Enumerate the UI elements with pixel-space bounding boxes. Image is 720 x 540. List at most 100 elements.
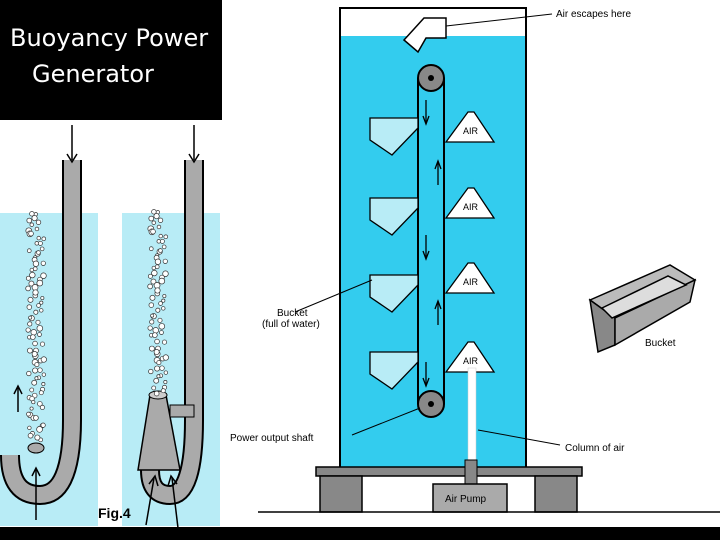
- air-bubble: [158, 323, 166, 330]
- bubble-stream-left: [25, 211, 47, 443]
- air-bubble: [153, 213, 160, 220]
- air-escape-funnel: [402, 17, 447, 54]
- air-bubble: [31, 400, 36, 405]
- top-pulley: [417, 64, 445, 92]
- air-bubble: [160, 388, 166, 394]
- label-bucket-right: Bucket: [645, 338, 676, 349]
- air-bubble: [39, 300, 44, 305]
- air-bubble: [37, 401, 43, 407]
- air-bubble: [147, 325, 153, 331]
- air-bubble: [40, 260, 46, 266]
- air-bucket: [444, 111, 496, 143]
- air-bubble: [40, 422, 46, 428]
- air-bucket-label: AIR: [463, 356, 479, 366]
- air-bucket-label: AIR: [463, 126, 479, 136]
- base-foot-right: [534, 475, 578, 513]
- water-panel-right: [122, 212, 220, 526]
- air-bubble: [161, 306, 166, 311]
- air-bubble: [31, 284, 39, 291]
- air-bubble: [28, 280, 35, 287]
- air-bubble: [158, 277, 166, 285]
- air-bubble: [31, 215, 38, 222]
- bucket-3d: [588, 264, 697, 354]
- air-bubble: [37, 332, 42, 337]
- air-bubble: [37, 240, 43, 246]
- title-box: Buoyancy Power Generator: [0, 0, 222, 120]
- air-bubble: [26, 248, 32, 253]
- air-bubble: [32, 367, 39, 374]
- inlet-cone: [137, 390, 195, 471]
- air-bubble: [29, 211, 35, 217]
- air-bubble: [151, 209, 157, 215]
- air-bubble: [29, 406, 34, 411]
- air-bubble: [40, 272, 47, 279]
- air-bubble: [153, 390, 160, 397]
- air-bubble: [147, 283, 153, 290]
- air-bubble: [30, 329, 37, 336]
- air-bubble: [29, 222, 34, 227]
- title-line-1: Buoyancy Power: [10, 24, 209, 52]
- air-bubble: [149, 345, 155, 352]
- air-bucket-label: AIR: [463, 202, 479, 212]
- air-bubble: [36, 303, 41, 308]
- air-bubble: [25, 285, 31, 292]
- air-bubble: [159, 365, 165, 371]
- air-bubble: [41, 236, 47, 242]
- air-bubble: [161, 298, 166, 303]
- air-bubble: [31, 351, 38, 357]
- air-bubble: [41, 382, 46, 387]
- belt: [417, 78, 445, 404]
- air-bubble: [157, 317, 163, 323]
- air-bubble: [36, 279, 44, 287]
- air-bubble: [39, 246, 45, 252]
- air-bubble: [157, 217, 164, 223]
- air-bubble: [29, 387, 35, 393]
- air-bubble: [150, 228, 156, 235]
- title-line-2: Generator: [32, 60, 154, 88]
- air-bubble: [151, 220, 156, 225]
- air-bubble: [148, 302, 155, 308]
- label-bucket-left-sub: (full of water): [262, 319, 320, 330]
- air-bubble: [41, 372, 47, 377]
- air-bubble: [151, 385, 157, 391]
- air-bubble: [32, 260, 40, 267]
- air-bubble: [156, 374, 161, 379]
- air-bubble: [154, 365, 161, 372]
- air-bubble: [153, 349, 160, 355]
- air-bubble: [154, 338, 160, 345]
- air-bubble: [30, 334, 36, 340]
- air-bubble: [26, 411, 31, 417]
- air-bubble: [34, 376, 39, 381]
- air-bubble: [32, 340, 38, 347]
- air-bubble: [152, 332, 158, 338]
- air-bubble: [148, 368, 154, 375]
- air-bubble: [163, 370, 169, 375]
- air-bubble: [28, 315, 33, 320]
- air-bubble: [147, 273, 153, 279]
- air-bubble: [162, 270, 169, 277]
- air-bubble: [33, 415, 39, 421]
- air-bubble: [158, 248, 163, 253]
- air-bubble: [27, 425, 32, 430]
- air-bubble: [26, 304, 33, 310]
- air-bubble: [155, 307, 161, 313]
- bottom-bar: [0, 527, 720, 540]
- air-bubble: [29, 271, 36, 279]
- air-bubble: [149, 294, 156, 301]
- air-bubble: [162, 258, 168, 264]
- air-bubble: [159, 238, 165, 244]
- air-bubble: [152, 327, 159, 334]
- air-bubble: [39, 308, 44, 313]
- air-bubble: [161, 244, 167, 250]
- air-bubble: [149, 319, 155, 325]
- air-bucket-label: AIR: [463, 277, 479, 287]
- air-bucket: [444, 262, 496, 294]
- bubble-stream-right: [147, 209, 169, 397]
- air-bubble: [40, 296, 45, 301]
- label-bucket-left: Bucket: [277, 308, 308, 319]
- air-bubble: [37, 367, 43, 373]
- base-platform: [315, 466, 583, 477]
- base-foot-left: [319, 475, 363, 513]
- air-bubble: [31, 379, 38, 386]
- air-bubble: [36, 325, 44, 332]
